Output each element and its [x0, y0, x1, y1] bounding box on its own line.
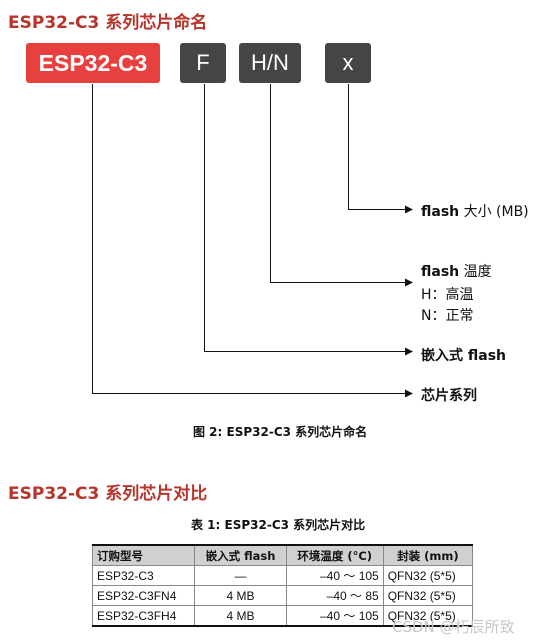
table-row: ESP32-C3FH4 4 MB –40 ～ 105 QFN32 (5*5): [91, 605, 474, 627]
column-header-package: 封装 (mm): [382, 544, 474, 566]
comparison-table: 订购型号 嵌入式 flash 环境温度 (°C) 封装 (mm) ESP32-C…: [91, 544, 474, 627]
connector-flash-temp: [270, 84, 413, 287]
cell-order-code: ESP32-C3FN4: [91, 585, 196, 606]
cell-ambient-temp: –40 ～ 105: [285, 605, 384, 627]
figure-caption: 图 2: ESP32-C3 系列芯片命名: [193, 425, 368, 439]
cell-embedded-flash: 4 MB: [194, 585, 287, 606]
cell-ambient-temp: –40 ～ 105: [285, 565, 384, 586]
cell-embedded-flash: 4 MB: [194, 605, 287, 627]
table-row: ESP32-C3 — –40 ～ 105 QFN32 (5*5): [91, 565, 474, 586]
flash-size-box: x: [325, 43, 371, 83]
cell-embedded-flash: —: [194, 565, 287, 586]
label-temp-high: H：高温: [421, 287, 474, 303]
watermark: CSDN @朽辰所致: [392, 618, 515, 636]
label-chip-series: 芯片系列: [421, 388, 477, 404]
naming-section-title: ESP32-C3 系列芯片命名: [8, 13, 208, 33]
label-flash-temp: flash 温度: [421, 264, 492, 280]
table-row: ESP32-C3FN4 4 MB –40 ～ 85 QFN32 (5*5): [91, 585, 474, 606]
cell-order-code: ESP32-C3: [91, 565, 196, 586]
cell-package: QFN32 (5*5): [382, 585, 474, 606]
series-box: ESP32-C3: [26, 43, 160, 83]
cell-package: QFN32 (5*5): [382, 565, 474, 586]
table-caption: 表 1: ESP32-C3 系列芯片对比: [191, 518, 366, 532]
connector-series: [92, 84, 413, 398]
column-header-embedded-flash: 嵌入式 flash: [194, 544, 287, 566]
comparison-section-title: ESP32-C3 系列芯片对比: [8, 484, 208, 504]
connector-embedded: [204, 84, 413, 356]
flash-embedded-box: F: [180, 43, 226, 83]
cell-package: QFN32 (5*5): [382, 605, 474, 627]
label-flash-size: flash 大小 (MB): [421, 204, 529, 220]
table-header-row: 订购型号 嵌入式 flash 环境温度 (°C) 封装 (mm): [91, 544, 474, 566]
label-temp-normal: N：正常: [421, 308, 474, 324]
label-embedded-flash: 嵌入式 flash: [421, 348, 506, 364]
column-header-ambient-temp: 环境温度 (°C): [285, 544, 384, 566]
column-header-order-code: 订购型号: [91, 544, 196, 566]
connector-flash-size: [348, 84, 413, 214]
flash-temp-box: H/N: [239, 43, 301, 83]
cell-order-code: ESP32-C3FH4: [91, 605, 196, 627]
cell-ambient-temp: –40 ～ 85: [285, 585, 384, 606]
